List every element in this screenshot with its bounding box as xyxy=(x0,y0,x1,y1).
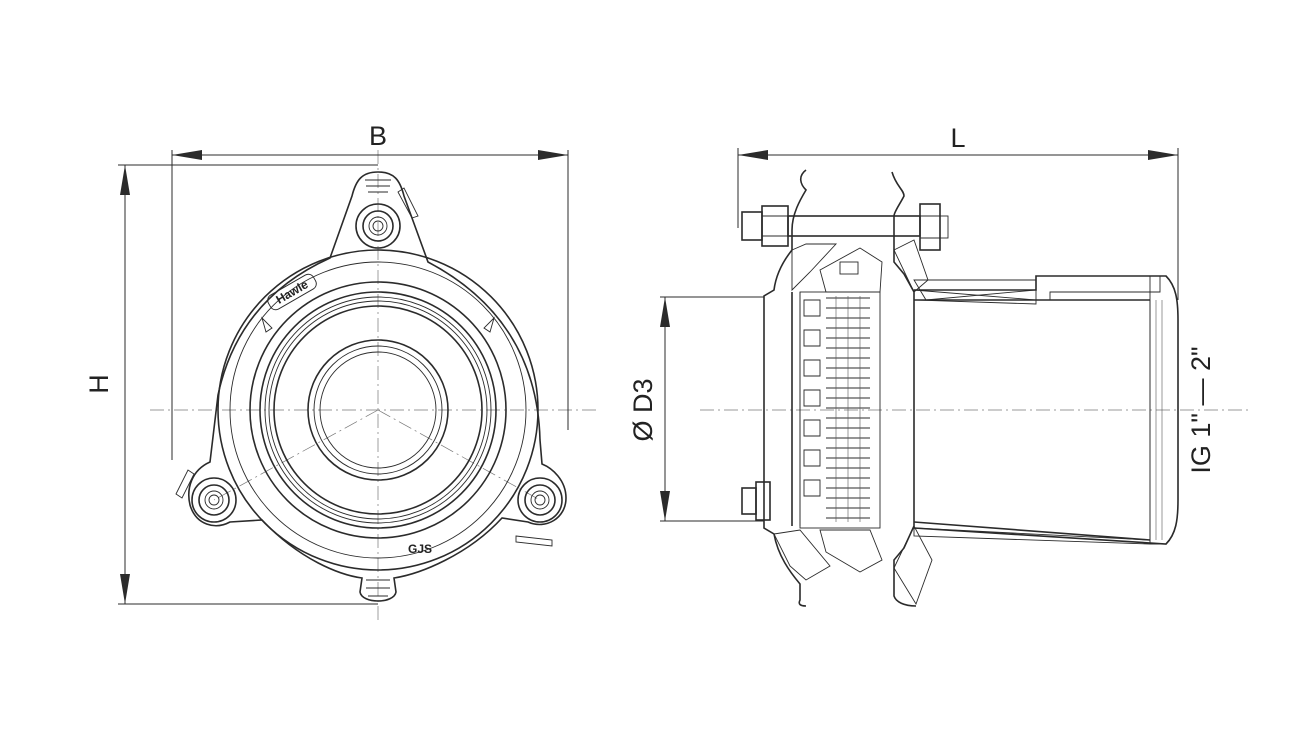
dimension-l: L xyxy=(737,123,1179,300)
thread-spec-label: IG 1" — 2" xyxy=(1186,346,1216,473)
dimension-h-label: H xyxy=(84,374,114,394)
dimension-b: B xyxy=(171,121,569,460)
dimension-d3: Ø D3 xyxy=(628,296,764,522)
material-marking: GJS xyxy=(408,542,432,556)
dimension-d3-label: Ø D3 xyxy=(628,378,658,441)
dimension-h: H xyxy=(84,164,378,605)
front-view: Hawle GJS xyxy=(150,150,600,620)
dimension-l-label: L xyxy=(950,123,965,153)
grip-ring-teeth xyxy=(803,296,870,522)
side-view xyxy=(700,169,1250,607)
dimension-b-label: B xyxy=(369,121,387,151)
brand-marking: Hawle xyxy=(273,277,310,307)
thread-spec: IG 1" — 2" xyxy=(1186,346,1216,473)
